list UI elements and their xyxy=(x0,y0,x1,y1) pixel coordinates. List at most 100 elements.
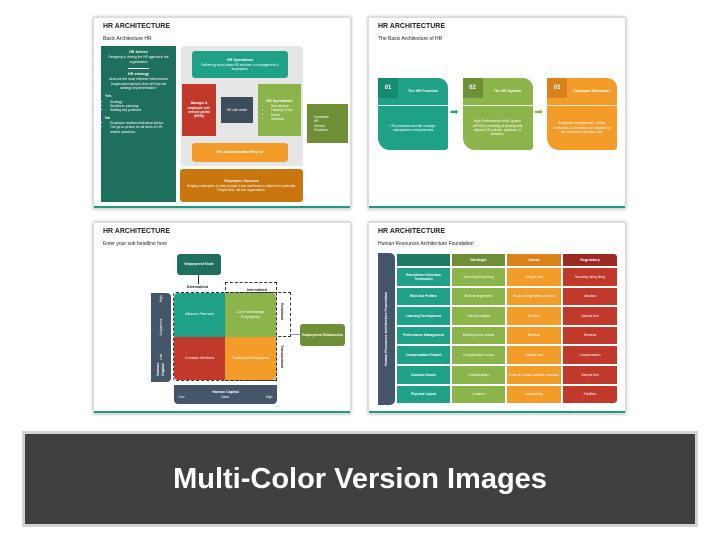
slide-subtitle: Basic Architecture HR xyxy=(103,36,152,42)
connector-line xyxy=(291,334,301,335)
slide-thumbnail-2[interactable]: HR ARCHITECTURE The Basic Architecture o… xyxy=(365,15,630,210)
table-cell: Working hours review xyxy=(451,325,506,346)
y-axis-mid: Uniqueness xyxy=(158,319,163,337)
slide-thumbnail-3[interactable]: HR ARCHITECTURE Enter your sub headline … xyxy=(90,220,355,415)
row-header: Role/Job Profiles xyxy=(396,286,451,307)
slide-thumbnail-4[interactable]: HR ARCHITECTURE Human Resources Architec… xyxy=(365,220,630,415)
table-side-label: Human Resources Architecture Foundation xyxy=(378,253,395,405)
table-cell: Training rotation xyxy=(451,306,506,326)
table-cell: Accessibility xyxy=(506,384,562,405)
list-item: Staffing key positions xyxy=(110,108,141,112)
step-number: 03 xyxy=(547,78,567,98)
table-cell: Confidentiality xyxy=(451,365,506,385)
y-axis-bar: Human Capital Low Uniqueness High xyxy=(151,293,171,382)
list-item: Innovation xyxy=(314,115,329,119)
slide-footer-bar xyxy=(94,411,350,413)
row-header: Compensation Reward xyxy=(396,345,451,365)
providers-box: InnovationHRServiceProviders xyxy=(307,104,348,143)
table-cell: Sample text xyxy=(562,365,618,385)
hr-admin-payroll-box: HR Administration/Payroll xyxy=(192,143,288,162)
table-cell: Location xyxy=(451,384,506,405)
employment-relationship-box: Employment Relationship xyxy=(300,324,345,346)
yes-label: Yes xyxy=(105,94,112,99)
arrow-right-icon: ➡ xyxy=(534,107,543,118)
hr-strategy-title: HR strategy xyxy=(127,68,150,77)
hr-operations-title: HR Operations xyxy=(226,57,254,62)
quadrant-traditional-employees: Traditional Employees xyxy=(225,337,276,380)
table-cell: Sample text xyxy=(506,345,562,365)
list-item: Providers xyxy=(314,128,329,132)
list-item: HR xyxy=(314,119,329,123)
slide-subtitle: Human Resources Architecture Foundation xyxy=(378,241,474,247)
row-header: Recruitment Selection Termination xyxy=(396,267,451,287)
banner: Multi-Color Version Images xyxy=(22,431,698,527)
slide-title: HR ARCHITECTURE xyxy=(103,23,171,30)
card-title: The HR System xyxy=(493,89,522,94)
table-cell: Vacation xyxy=(562,286,618,307)
slide-footer-bar xyxy=(94,206,350,208)
card-header xyxy=(462,78,533,106)
table-cell: Reviews xyxy=(506,325,562,346)
x-axis-title: Human Capital xyxy=(212,389,239,394)
y-axis-low: Low xyxy=(158,353,163,360)
process-card: 01 The HR Function HR professionals with… xyxy=(378,78,448,150)
transactional-label: Transactional xyxy=(280,345,284,369)
hr-call-center-box: HR call center xyxy=(221,97,253,123)
hr-advice-title: HR Advice xyxy=(129,50,148,54)
table-cell: Facilities xyxy=(562,384,618,405)
slide-footer-bar xyxy=(369,206,625,208)
list-item: The go-to person for all kinds of HR-rel… xyxy=(110,125,172,134)
slide-card: HR ARCHITECTURE Human Resources Architec… xyxy=(368,222,626,414)
column-header: Regulatory xyxy=(562,253,618,267)
card-title: The HR Function xyxy=(407,89,439,94)
table-cell: Sample text xyxy=(562,306,618,326)
internalized-label: Internalized xyxy=(247,288,267,292)
table-cell: Sourcing hiring firing xyxy=(451,267,506,287)
card-text: Employee competencies, values, motivatio… xyxy=(553,121,611,135)
slide-card: HR ARCHITECTURE Basic Architecture HR HR… xyxy=(93,17,351,209)
list-item: Analytics xyxy=(271,117,293,121)
table-cell: Compensation xyxy=(562,345,618,365)
employee-success-text: Helping employees & other people in the … xyxy=(186,183,297,193)
employment-mode-box: Employment Mode xyxy=(177,254,221,275)
no-list: Employee relations/individual advice.The… xyxy=(110,121,172,134)
slide-card: HR ARCHITECTURE The Basic Architecture o… xyxy=(368,17,626,209)
column-header: Strategic xyxy=(451,253,506,267)
list-item: Workforce planning xyxy=(110,104,141,108)
process-card: 03 Employee Behaviors Employee competenc… xyxy=(547,78,617,150)
externalized-label: Externalized xyxy=(187,285,209,289)
y-axis-high: High xyxy=(158,295,163,302)
list-item: Service xyxy=(314,124,329,128)
list-item: Recruitment xyxy=(271,104,293,108)
slide-title: HR ARCHITECTURE xyxy=(378,228,446,235)
x-axis-high: High xyxy=(265,394,273,399)
card-header xyxy=(378,78,448,106)
yes-list: StrategyWorkforce planningStaffing key p… xyxy=(110,100,141,113)
table-cell: Compensation bonus xyxy=(451,345,506,365)
x-axis-mid: Value xyxy=(221,394,230,399)
list-item: Training & Dev. xyxy=(271,108,293,112)
list-item: Strategy xyxy=(110,100,141,104)
hr-advice-panel: HR Advice Designing & driving the HR age… xyxy=(101,46,176,202)
card-title: Employee Behaviors xyxy=(573,89,611,94)
row-header: Learning Development xyxy=(396,306,451,326)
specialists-list: RecruitmentTraining & Dev.TalentAnalytic… xyxy=(271,104,293,122)
slide-thumbnail-1[interactable]: HR ARCHITECTURE Basic Architecture HR HR… xyxy=(90,15,355,210)
column-header xyxy=(396,253,451,267)
self-service-portal-box: Manager & employee self-service portal (… xyxy=(182,84,216,136)
quadrant-core-knowledge: Core Knowledge Employees xyxy=(225,293,276,337)
process-card: 02 The HR System High-Performance Work S… xyxy=(462,78,533,150)
slide-footer-bar xyxy=(369,411,625,413)
banner-title: Multi-Color Version Images xyxy=(173,462,547,495)
hr-specialists-title: HR Specialists xyxy=(266,98,293,103)
quadrant-contract-workers: Contract Workers xyxy=(174,337,225,380)
table-cell: Reviews xyxy=(562,325,618,346)
y-axis-title: Human Capital xyxy=(155,363,165,377)
card-text: HR professionals with strategic manageme… xyxy=(390,123,436,132)
table-cell: Work arrangements vacation xyxy=(506,286,562,307)
step-number: 01 xyxy=(378,78,398,98)
table-cell: Sample text xyxy=(506,267,562,287)
slide-subtitle: Enter your sub headline here xyxy=(103,241,168,247)
